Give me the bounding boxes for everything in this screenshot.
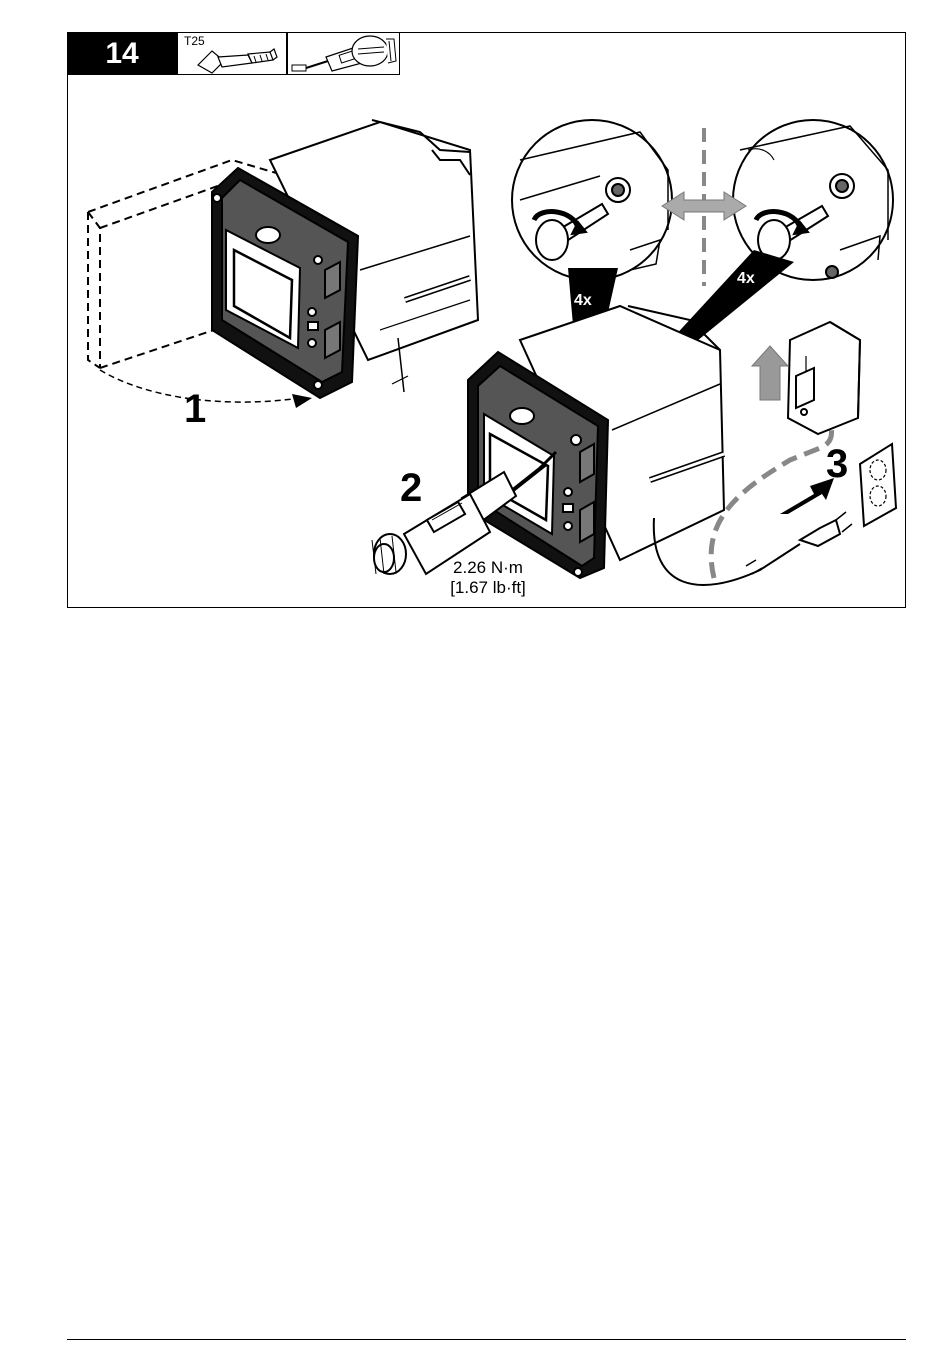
controller-1 (212, 120, 478, 398)
wall-outlet (860, 444, 896, 526)
repeat-count-left: 4x (574, 292, 592, 310)
step3-callout: 3 (826, 442, 848, 487)
up-arrow (752, 346, 788, 400)
controller-2 (468, 306, 724, 578)
step2-callout: 2 (400, 466, 422, 511)
torque-imperial: [1.67 lb·ft] (428, 578, 548, 598)
torque-spec: 2.26 N·m [1.67 lb·ft] (428, 558, 548, 598)
step1-callout: 1 (184, 387, 206, 432)
repeat-count-right: 4x (737, 270, 755, 288)
step1-arrowhead (292, 394, 312, 408)
wall-switch (788, 322, 860, 434)
zoom-circle-left (512, 120, 672, 280)
footer-rule (67, 1339, 906, 1340)
torque-metric: 2.26 N·m (428, 558, 548, 578)
